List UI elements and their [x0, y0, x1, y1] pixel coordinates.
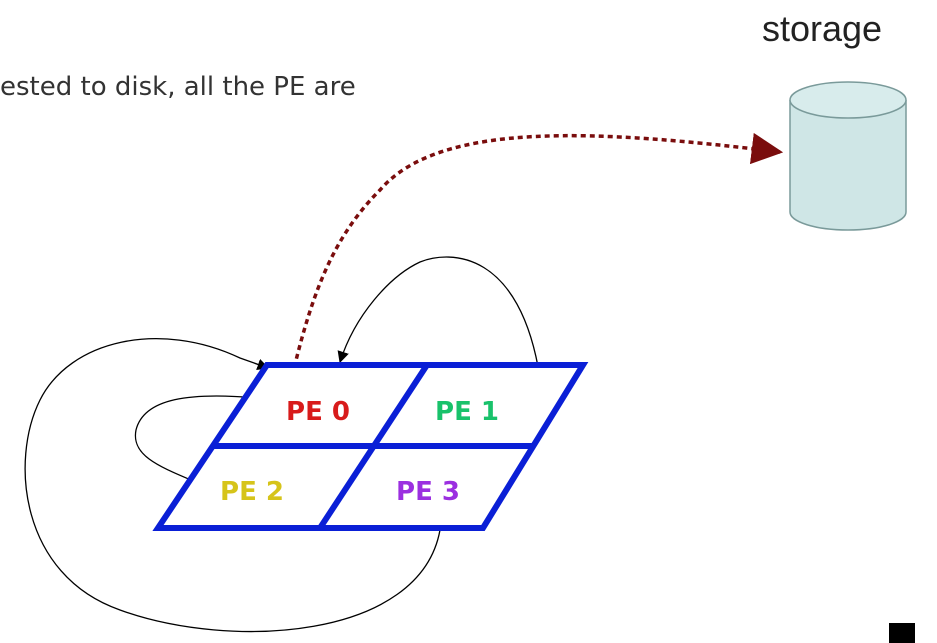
corner-block: [889, 623, 915, 643]
disk-write-arrow: [288, 132, 784, 386]
storage-cylinder-icon: [789, 81, 907, 231]
loop-curve-outer-to-pe0: [24, 338, 441, 633]
loop-curve-pe1-to-pe0: [337, 256, 541, 379]
pe-3-label: PE 3: [396, 477, 460, 507]
storage-cylinder-body: [789, 100, 907, 231]
storage-label: storage: [762, 8, 883, 49]
pe-grid: PE 0 PE 1 PE 2 PE 3: [152, 362, 589, 531]
pe-grid-vertical-divider: [317, 363, 430, 530]
loop-curve-pe2-to-pe0: [134, 391, 260, 491]
storage-cylinder-top: [789, 81, 907, 119]
pe-1-label: PE 1: [435, 397, 499, 427]
pe-0-label: PE 0: [286, 397, 350, 427]
caption-text: ested to disk, all the PE are: [0, 72, 356, 102]
pe-2-label: PE 2: [220, 477, 284, 507]
